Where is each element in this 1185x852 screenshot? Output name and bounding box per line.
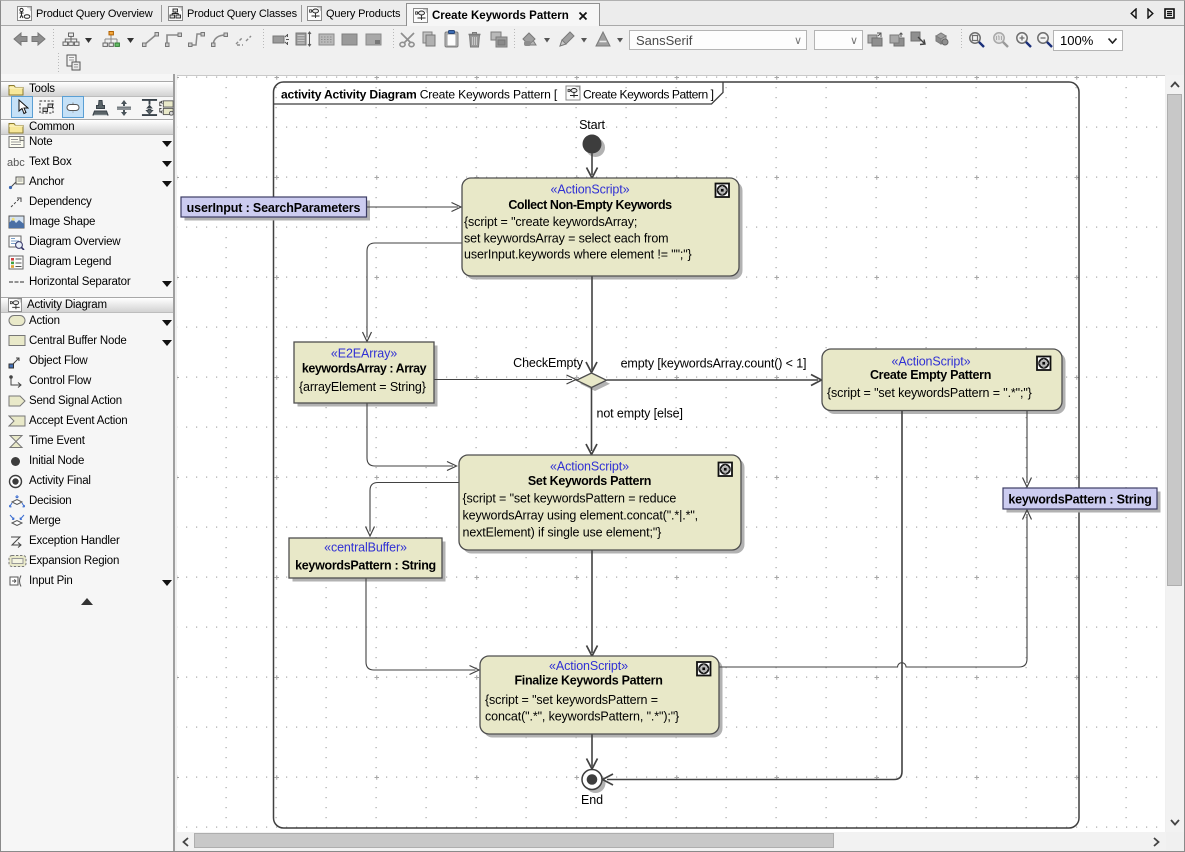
svg-text:Set Keywords Pattern: Set Keywords Pattern (528, 474, 651, 488)
svg-text:{script = "set keywordsPattern: {script = "set keywordsPattern = (485, 693, 658, 707)
svg-text:{script = "set keywordsPattern: {script = "set keywordsPattern = reduce (463, 492, 677, 506)
svg-text:Collect Non-Empty Keywords: Collect Non-Empty Keywords (508, 198, 672, 212)
svg-text:set keywordsArray = select eac: set keywordsArray = select each from (464, 231, 668, 245)
svg-text:«ActionScript»: «ActionScript» (551, 183, 630, 197)
svg-text:keywordsArray : Array: keywordsArray : Array (302, 362, 427, 376)
svg-text:not empty [else]: not empty [else] (597, 407, 683, 421)
svg-text:keywordsPattern : String: keywordsPattern : String (1008, 492, 1151, 506)
svg-text:«E2EArray»: «E2EArray» (331, 347, 397, 361)
svg-text:keywordsArray using element.co: keywordsArray using element.concat(".*|.… (463, 509, 699, 523)
svg-text:«ActionScript»: «ActionScript» (549, 659, 628, 673)
svg-text:{script = "set keywordsPattern: {script = "set keywordsPattern = ".*";"} (827, 386, 1032, 400)
svg-text:«ActionScript»: «ActionScript» (550, 460, 629, 474)
svg-text:concat(".*", keywordsPattern,: concat(".*", keywordsPattern, ".*");"} (485, 710, 679, 724)
svg-text:{arrayElement = String}: {arrayElement = String} (299, 380, 426, 394)
svg-text:«ActionScript»: «ActionScript» (892, 355, 971, 369)
svg-text:userInput.keywords where eleme: userInput.keywords where element != "";"… (464, 248, 692, 262)
svg-text:«centralBuffer»: «centralBuffer» (324, 541, 407, 555)
svg-text:Start: Start (579, 118, 605, 132)
svg-text:keywordsPattern : String: keywordsPattern : String (295, 559, 436, 573)
svg-text:CheckEmpty: CheckEmpty (513, 356, 584, 370)
svg-text:Create Keywords Pattern ]: Create Keywords Pattern ] (583, 88, 714, 102)
svg-text:End: End (581, 793, 603, 807)
svg-text:Finalize Keywords Pattern: Finalize Keywords Pattern (514, 674, 662, 688)
svg-text:userInput : SearchParameters: userInput : SearchParameters (187, 201, 361, 215)
svg-text:{script = "create keywordsArra: {script = "create keywordsArray; (464, 215, 637, 229)
svg-text:Create Empty Pattern: Create Empty Pattern (870, 368, 991, 382)
svg-text:nextElement) if single use ele: nextElement) if single use element;"} (463, 526, 662, 540)
svg-text:empty [keywordsArray.count() <: empty [keywordsArray.count() < 1] (621, 357, 807, 371)
svg-text:activity Activity Diagram Crea: activity Activity Diagram Create Keyword… (281, 88, 558, 102)
